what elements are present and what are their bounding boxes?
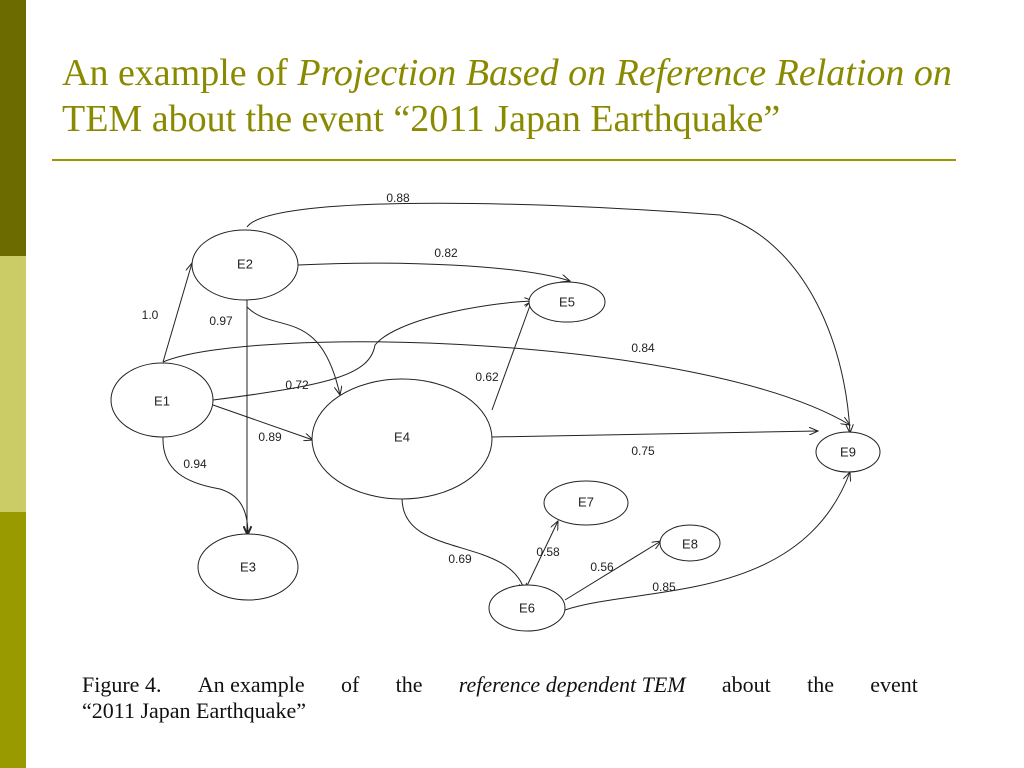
node-label-e3: E3 [240,559,256,574]
edge-e1-e3 [162,436,248,535]
node-label-e2: E2 [237,256,253,271]
node-label-e4: E4 [394,429,410,444]
edge-e6-e8 [564,541,661,601]
sidebar-block-mid [0,512,26,768]
node-e1 [110,362,214,438]
edge-e2-e5 [297,262,570,281]
node-label-e6: E6 [519,600,535,615]
edge-label-e4-e5: 0.62 [475,370,499,384]
node-label-e7: E7 [578,494,594,509]
figure-caption: Figure 4. An example of the reference de… [82,672,918,724]
node-e2 [191,229,299,301]
edge-label-e6-e7: 0.58 [536,545,560,559]
edge-e1-e9 [162,341,850,425]
edge-e4-e9 [491,431,818,438]
edge-e1-e2 [162,263,192,363]
edge-label-e1-e4: 0.89 [258,430,282,444]
edge-label-e1-e5: 0.72 [285,378,309,392]
title-divider [52,159,956,161]
title-italic: Projection Based on Reference Relation o… [297,52,952,94]
edge-label-e1-e9: 0.84 [631,341,655,355]
edge-e2-e9 [246,202,850,433]
node-e8 [659,524,721,562]
edge-label-e1-e2: 1.0 [142,308,159,322]
edge-label-e6-e8: 0.56 [590,560,614,574]
edge-label-e4-e9: 0.75 [631,444,655,458]
edge-e1-e4 [212,404,313,440]
tem-diagram: E2 E1 E3 E4 E5 E6 E7 E8 E9 1.0 0.97 0.82… [110,191,881,632]
caption-word: event [870,672,918,697]
node-e5 [528,281,606,323]
edge-e1-e5 [212,301,533,401]
caption-word: of [340,672,360,697]
edge-e4-e6 [401,497,525,592]
caption-line1: Figure 4. An example of the reference de… [82,672,918,698]
node-e7 [543,480,629,526]
sidebar-block-dark [0,0,26,256]
node-e9 [815,431,881,473]
slide-title: An example of Projection Based on Refere… [62,50,992,142]
node-e6 [488,584,566,632]
edge-label-e2-e3: 0.97 [209,314,233,328]
caption-word: the [807,672,834,697]
caption-word: the [395,672,423,697]
node-label-e8: E8 [682,536,698,551]
title-line2: TEM about the event “2011 Japan Earthqua… [62,98,781,140]
node-label-e1: E1 [154,393,170,408]
node-label-e9: E9 [840,444,856,459]
title-plain: An example of [62,52,298,94]
edge-e4-e5 [491,300,532,411]
node-e4 [311,378,493,500]
edge-e6-e9 [564,472,850,611]
edge-e2-e4 [246,306,340,395]
sidebar-accent [0,0,26,768]
node-label-e5: E5 [559,294,575,309]
caption-line2: “2011 Japan Earthquake” [82,698,306,723]
edge-label-e1-e3: 0.94 [183,457,207,471]
edge-label-e2-e9: 0.88 [386,191,410,205]
caption-figure-number: Figure 4. [82,672,162,697]
sidebar-block-light [0,256,26,512]
edge-label-e2-e5: 0.82 [434,246,458,260]
caption-word: about [721,672,771,697]
node-e3 [197,533,299,601]
edge-label-e4-e6: 0.69 [448,552,472,566]
caption-word: An example [197,672,305,697]
caption-italic-term: reference dependent TEM [458,672,686,697]
edge-label-e6-e9: 0.85 [652,580,676,594]
edge-e6-e7 [524,521,558,591]
